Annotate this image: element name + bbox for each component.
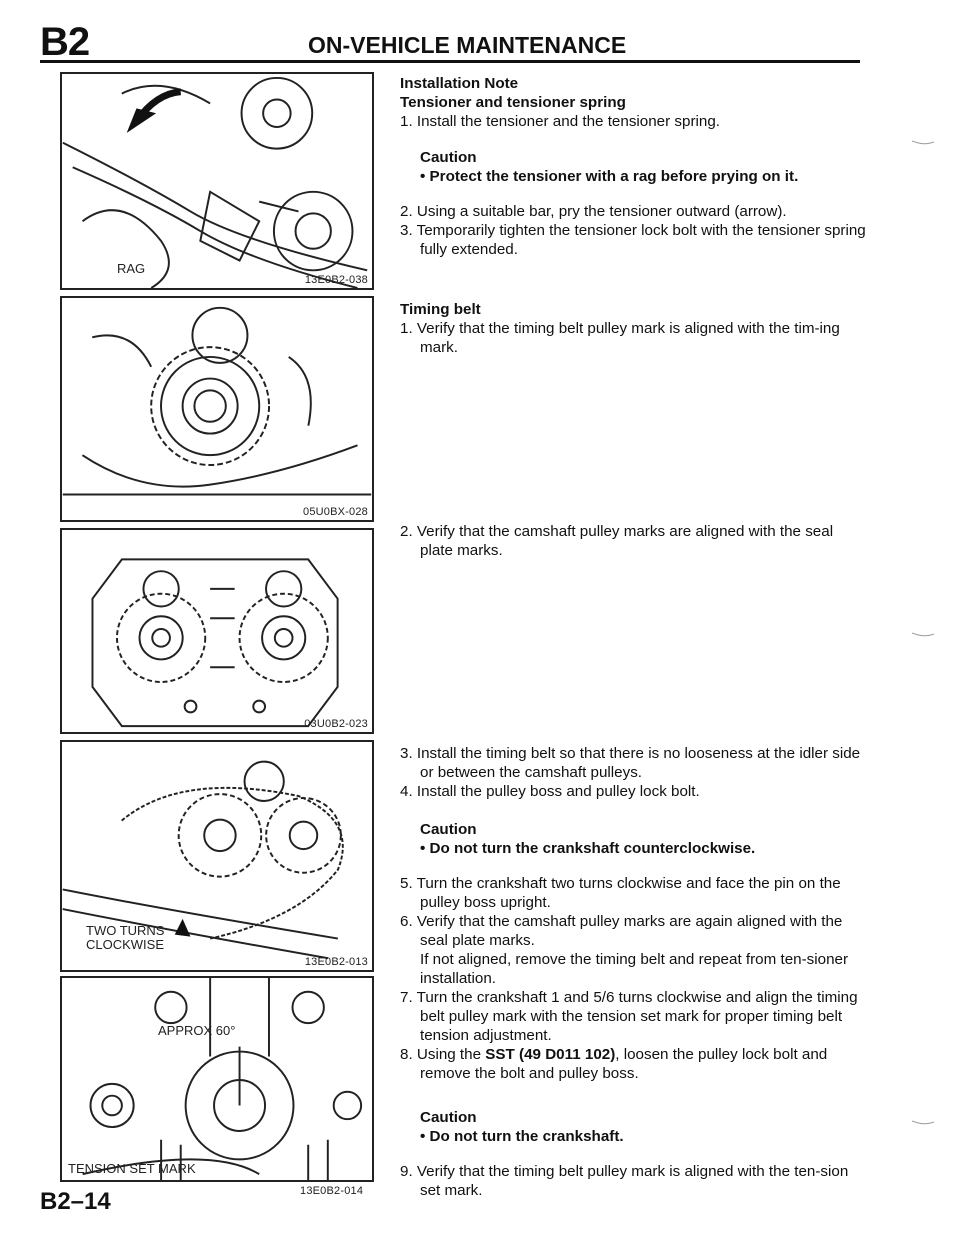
timing-belt-block: Timing belt 1. Verify that the timing be… xyxy=(400,300,870,357)
installation-note-block: Installation Note Tensioner and tensione… xyxy=(400,74,870,131)
figure-code: 13E0B2-014 xyxy=(300,1185,364,1197)
step-text: 1. Install the tensioner and the tension… xyxy=(400,113,720,130)
camshaft-pulleys-illustration xyxy=(91,558,339,728)
step-text: 3. Temporarily tighten the tensioner loc… xyxy=(400,222,866,258)
figure-tensioner-rag: RAG 13E0B2-038 xyxy=(60,72,374,290)
label-approx-60: APPROX 60° xyxy=(158,1023,236,1038)
figure-crank-pulley: 05U0BX-028 xyxy=(60,296,374,522)
step-text: 1. Verify that the timing belt pulley ma… xyxy=(400,320,840,356)
step-block: 2. Verify that the camshaft pulley marks… xyxy=(400,522,870,560)
section-code: B2 xyxy=(40,20,90,64)
steps-block: 3. Install the timing belt so that there… xyxy=(400,744,870,801)
tension-set-illustration xyxy=(82,978,363,1180)
caution-text: • Do not turn the crankshaft. xyxy=(420,1128,624,1145)
page-title: ON-VEHICLE MAINTENANCE xyxy=(308,32,627,58)
figure-code: 13E0B2-013 xyxy=(304,956,368,968)
tensioner-illustration xyxy=(62,76,368,288)
label-clockwise: CLOCKWISE xyxy=(86,937,165,952)
steps-block: 2. Using a suitable bar, pry the tension… xyxy=(400,202,870,259)
figure-two-turns: TWO TURNS CLOCKWISE 13E0B2-013 xyxy=(60,740,374,972)
caution-label: Caution xyxy=(420,1109,477,1126)
margin-mark xyxy=(912,632,934,637)
caution-text: • Protect the tensioner with a rag befor… xyxy=(420,168,799,185)
subsection-heading: Tensioner and tensioner spring xyxy=(400,94,626,111)
subsection-heading: Timing belt xyxy=(400,301,481,318)
caution-block: Caution • Do not turn the crankshaft. xyxy=(400,1108,870,1146)
belt-route-illustration xyxy=(62,760,344,960)
step-text: 8. Using the SST (49 D011 102), loosen t… xyxy=(400,1046,828,1082)
figure-code: 03U0B2-023 xyxy=(304,718,368,730)
figure-code: 05U0BX-028 xyxy=(303,506,368,518)
page-number: B2–14 xyxy=(40,1188,111,1215)
step-text: 7. Turn the crankshaft 1 and 5/6 turns c… xyxy=(400,989,858,1044)
figure-code: 13E0B2-038 xyxy=(304,274,368,286)
sst-reference: SST (49 D011 102) xyxy=(485,1046,616,1063)
header-rule xyxy=(40,60,860,63)
step-text: 2. Using a suitable bar, pry the tension… xyxy=(400,203,787,220)
step-text: 4. Install the pulley boss and pulley lo… xyxy=(400,783,700,800)
step-text: 6. Verify that the camshaft pulley marks… xyxy=(400,913,843,949)
label-rag: RAG xyxy=(117,261,146,276)
page-header: B2 ON-VEHICLE MAINTENANCE xyxy=(40,20,860,68)
step-block: 9. Verify that the timing belt pulley ma… xyxy=(400,1162,870,1200)
section-heading: Installation Note xyxy=(400,75,519,92)
caution-label: Caution xyxy=(420,149,477,166)
step-text: 3. Install the timing belt so that there… xyxy=(400,745,861,781)
caution-block: Caution • Protect the tensioner with a r… xyxy=(400,148,870,186)
caution-text: • Do not turn the crankshaft countercloc… xyxy=(420,840,756,857)
margin-mark xyxy=(912,140,934,145)
steps-block: 5. Turn the crankshaft two turns clockwi… xyxy=(400,874,870,1083)
figure-tension-set-mark: APPROX 60° TENSION SET MARK xyxy=(60,976,374,1182)
step-text: 2. Verify that the camshaft pulley marks… xyxy=(400,523,834,559)
caution-block: Caution • Do not turn the crankshaft cou… xyxy=(400,820,870,858)
label-two-turns: TWO TURNS xyxy=(86,923,165,938)
figure-camshaft-pulleys: 03U0B2-023 xyxy=(60,528,374,734)
caution-label: Caution xyxy=(420,821,477,838)
step-text: 5. Turn the crankshaft two turns clockwi… xyxy=(400,875,841,911)
step-note: If not aligned, remove the timing belt a… xyxy=(420,951,849,987)
label-tension-set-mark: TENSION SET MARK xyxy=(68,1161,196,1176)
margin-mark xyxy=(912,1120,934,1125)
crank-pulley-illustration xyxy=(62,306,372,496)
step-text: 9. Verify that the timing belt pulley ma… xyxy=(400,1163,849,1199)
